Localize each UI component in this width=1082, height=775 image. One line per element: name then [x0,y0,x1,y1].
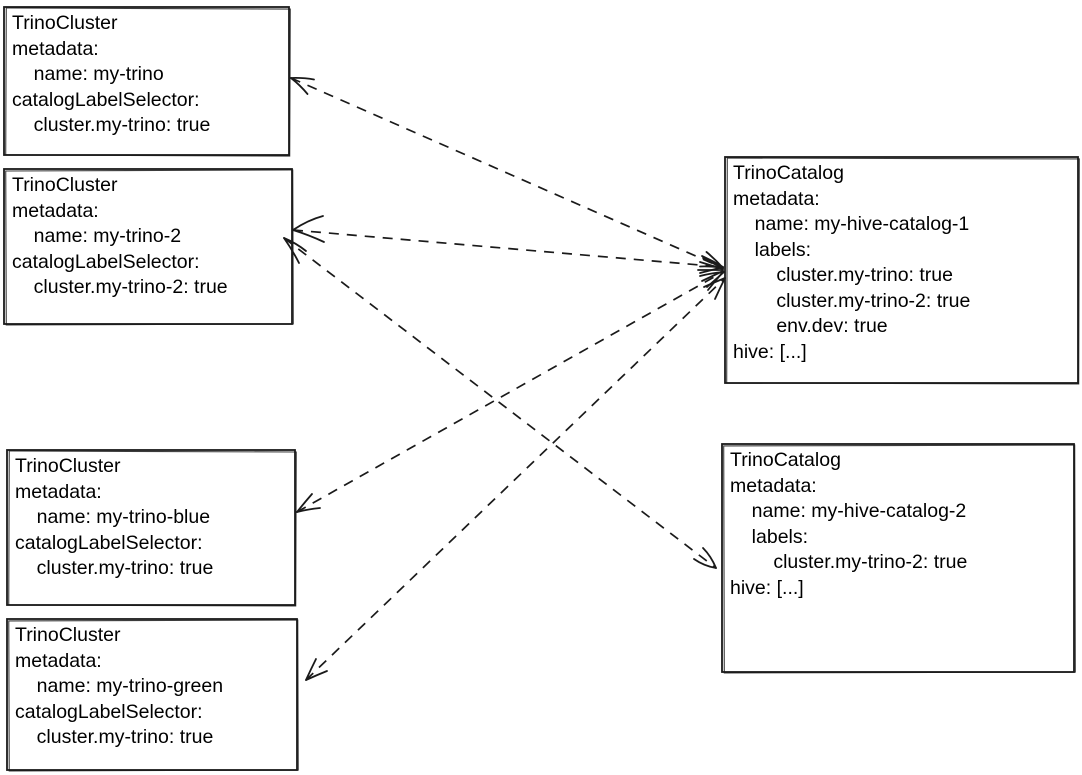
node-trino-cluster-my-trino-blue: TrinoCluster metadata: name: my-trino-bl… [7,450,295,605]
yaml-line: TrinoCluster [15,455,121,477]
yaml-line: name: my-trino-blue [15,506,211,528]
node-border-trino-cluster-my-trino-2 [3,168,294,326]
yaml-line: cluster.my-trino-2: true [730,551,968,573]
yaml-line: TrinoCluster [12,12,118,34]
yaml-line: catalogLabelSelector: [12,88,200,111]
node-trino-catalog-my-hive-catalog-1: TrinoCatalog metadata: name: my-hive-cat… [725,157,1078,383]
yaml-line: metadata: [15,649,102,672]
node-trino-cluster-my-trino-2: TrinoCluster metadata: name: my-trino-2 … [4,169,292,324]
yaml-line: cluster.my-trino-2: true [733,289,971,312]
yaml-line: cluster.my-trino: true [12,114,211,136]
yaml-line: catalogLabelSelector: [15,531,203,554]
yaml-line: hive: [...] [733,340,807,363]
yaml-line: catalogLabelSelector: [15,700,203,723]
yaml-line: TrinoCluster [12,174,118,196]
yaml-line: cluster.my-trino-2: true [12,276,228,298]
yaml-line: cluster.my-trino: true [15,557,214,579]
node-border-trino-cluster-my-trino [3,6,291,157]
yaml-line: metadata: [12,37,99,60]
yaml-line: metadata: [15,480,102,503]
yaml-line: name: my-trino [12,63,164,85]
arrowhead-burst-catalog1 [697,257,725,288]
edge-catalog2-my-trino-2 [283,237,717,569]
node-trino-cluster-my-trino-green: TrinoCluster metadata: name: my-trino-gr… [7,619,297,770]
yaml-line: env.dev: true [733,315,888,337]
yaml-line: labels: [730,525,809,548]
yaml-line: name: my-hive-catalog-2 [730,500,967,522]
yaml-line: name: my-trino-green [15,675,224,697]
node-border-trino-cluster-my-trino-green [6,618,299,772]
yaml-line: TrinoCatalog [733,162,844,184]
yaml-line: catalogLabelSelector: [12,250,200,273]
yaml-line: labels: [733,238,812,261]
yaml-line: cluster.my-trino: true [733,264,953,286]
yaml-line: metadata: [730,474,817,497]
node-border-trino-catalog-my-hive-catalog-2 [721,443,1076,674]
edge-catalog1-my-trino [290,77,724,269]
yaml-line: metadata: [12,199,99,222]
edge-catalog1-my-trino-green [305,277,726,681]
node-trino-catalog-my-hive-catalog-2: TrinoCatalog metadata: name: my-hive-cat… [722,444,1074,672]
node-trino-cluster-my-trino: TrinoCluster metadata: name: my-trino ca… [4,7,289,155]
yaml-line: name: my-trino-2 [12,225,182,247]
edge-catalog1-my-trino-2 [292,215,724,274]
edge-catalog1-my-trino-blue [296,271,724,513]
yaml-line: cluster.my-trino: true [15,726,214,748]
node-border-trino-cluster-my-trino-blue [6,449,297,607]
yaml-line: TrinoCatalog [730,449,841,471]
yaml-line: metadata: [733,187,820,210]
yaml-line: hive: [...] [730,576,804,599]
node-border-trino-catalog-my-hive-catalog-1 [724,156,1080,385]
yaml-line: TrinoCluster [15,624,121,646]
yaml-line: name: my-hive-catalog-1 [733,213,970,235]
